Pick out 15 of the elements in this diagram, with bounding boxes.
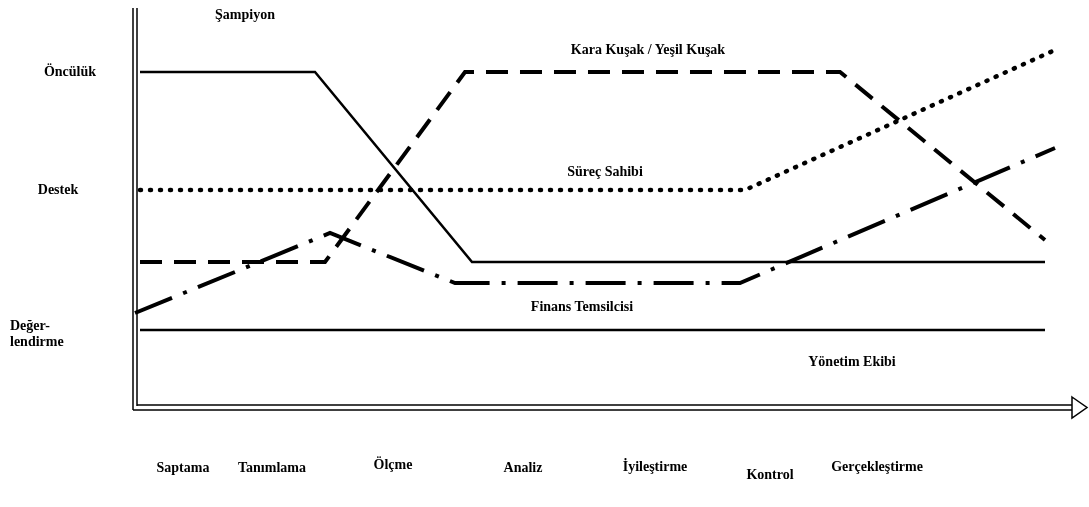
phase-label: Tanımlama xyxy=(238,460,306,476)
axis-label: Destek xyxy=(37,182,79,198)
phase-label: Analiz xyxy=(503,460,543,476)
axis-label: Öncülük xyxy=(43,64,97,80)
line-label: Süreç Sahibi xyxy=(567,164,643,180)
phase-label: Ölçme xyxy=(373,457,413,473)
phase-label: İyileştirme xyxy=(622,459,688,475)
line-label: Şampiyon xyxy=(215,7,275,23)
line-label: Kara Kuşak / Yeşil Kuşak xyxy=(570,42,726,58)
line-label: Yönetim Ekibi xyxy=(808,354,896,370)
phase-label: Kontrol xyxy=(746,467,794,483)
line-label: Finans Temsilcisi xyxy=(530,299,634,315)
phase-label: Saptama xyxy=(156,460,210,476)
phase-label: Gerçekleştirme xyxy=(831,459,923,475)
axis-label: Değer- lendirme xyxy=(10,318,65,350)
